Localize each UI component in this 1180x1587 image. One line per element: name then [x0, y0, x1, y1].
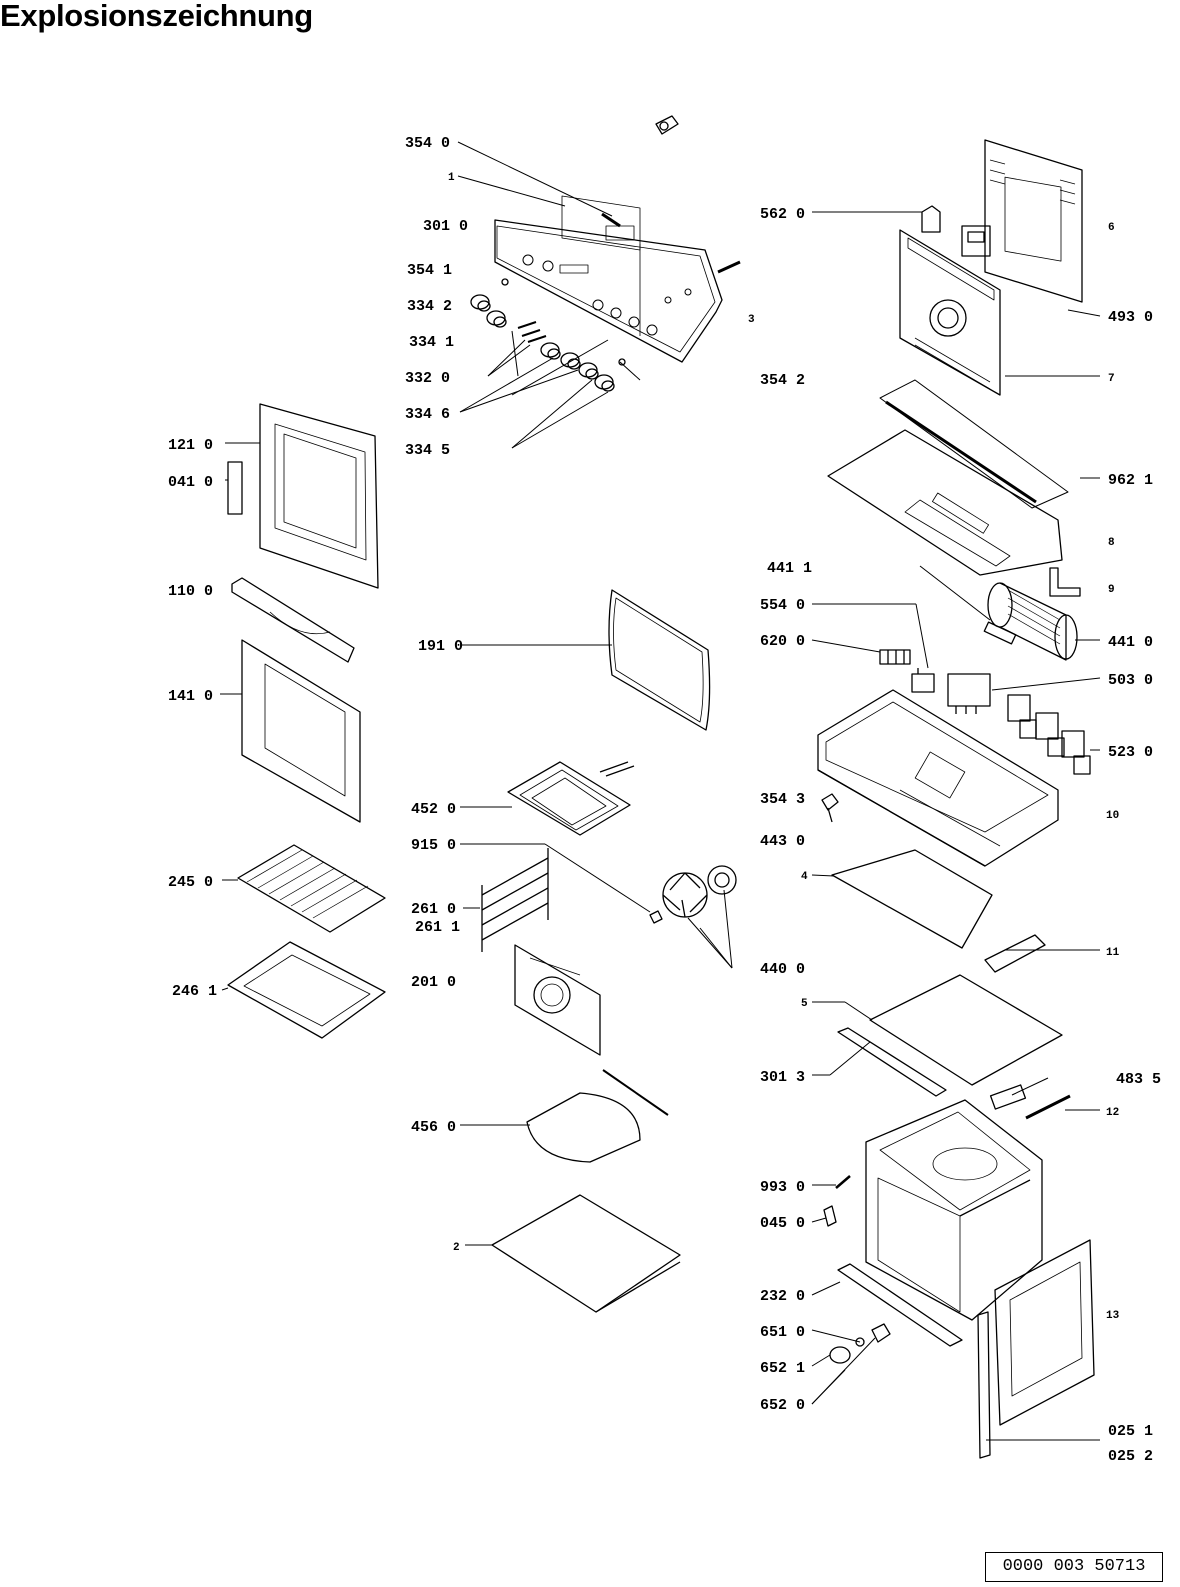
- relay-block: [947, 673, 991, 714]
- part-label-6: 6: [1108, 222, 1115, 234]
- hinge-strip: [977, 1311, 991, 1459]
- bracket-plate-4: [831, 849, 993, 949]
- part-label-554-0: 554 0: [760, 597, 805, 614]
- part-label-11: 11: [1106, 947, 1120, 959]
- part-label-652-1: 652 1: [760, 1360, 805, 1377]
- rear-wall: [899, 205, 1001, 396]
- door-hinge: [227, 461, 243, 515]
- part-label-562-0: 562 0: [760, 206, 805, 223]
- part-label-334-5: 334 5: [405, 442, 450, 459]
- part-label-025-2: 025 2: [1108, 1448, 1153, 1465]
- part-label-334-6: 334 6: [405, 406, 450, 423]
- part-label-354-2: 354 2: [760, 372, 805, 389]
- bar-232: [837, 1263, 963, 1347]
- part-label-334-1: 334 1: [409, 334, 454, 351]
- part-label-3: 3: [748, 314, 755, 326]
- part-label-1: 1: [448, 172, 455, 184]
- part-label-141-0: 141 0: [168, 688, 213, 705]
- control-panel: [494, 115, 741, 363]
- part-label-232-0: 232 0: [760, 1288, 805, 1305]
- leader-lines: [220, 141, 1101, 1441]
- screw-354-3: [821, 793, 839, 823]
- side-rack: [481, 848, 549, 952]
- part-label-354-0: 354 0: [405, 135, 450, 152]
- part-label-915-0: 915 0: [411, 837, 456, 854]
- part-label-13: 13: [1106, 1310, 1120, 1322]
- page-title: Explosionszeichnung: [0, 0, 313, 33]
- part-label-443-0: 443 0: [760, 833, 805, 850]
- part-label-025-1: 025 1: [1108, 1423, 1153, 1440]
- part-label-651-0: 651 0: [760, 1324, 805, 1341]
- door-handle: [231, 577, 355, 663]
- part-label-962-1: 962 1: [1108, 472, 1153, 489]
- part-label-246-1: 246 1: [172, 983, 217, 1000]
- cooling-fan: [983, 582, 1078, 661]
- selector-switches: [1007, 694, 1091, 775]
- lamp-cover: [829, 1346, 851, 1364]
- terminal-strip: [989, 1084, 1027, 1110]
- part-label-354-1: 354 1: [407, 262, 452, 279]
- switch-554: [911, 668, 935, 693]
- part-label-121-0: 121 0: [168, 437, 213, 454]
- terminal-block: [879, 649, 911, 665]
- part-label-110-0: 110 0: [168, 583, 213, 600]
- chassis-frame: [817, 689, 1059, 867]
- part-label-261-0: 261 0: [411, 901, 456, 918]
- document-code: 0000 003 50713: [985, 1552, 1163, 1582]
- door-seal: [608, 589, 711, 731]
- back-cover: [984, 139, 1083, 303]
- part-label-503-0: 503 0: [1108, 672, 1153, 689]
- seal-strip: [879, 379, 1069, 509]
- grill-element: [507, 761, 635, 836]
- oven-floor: [491, 1194, 681, 1313]
- part-label-245-0: 245 0: [168, 874, 213, 891]
- part-label-5: 5: [801, 998, 808, 1010]
- part-label-354-3: 354 3: [760, 791, 805, 808]
- wire-shelf: [237, 844, 386, 933]
- part-label-041-0: 041 0: [168, 474, 213, 491]
- part-label-4: 4: [801, 871, 808, 883]
- part-label-201-0: 201 0: [411, 974, 456, 991]
- part-label-620-0: 620 0: [760, 633, 805, 650]
- part-label-441-1: 441 1: [767, 560, 812, 577]
- part-label-301-3: 301 3: [760, 1069, 805, 1086]
- part-label-12: 12: [1106, 1107, 1119, 1119]
- rail-301-3: [837, 1027, 947, 1097]
- part-label-456-0: 456 0: [411, 1119, 456, 1136]
- part-label-9: 9: [1108, 584, 1115, 596]
- rod-12: [1025, 1094, 1071, 1120]
- part-label-483-5: 483 5: [1116, 1071, 1161, 1088]
- bracket-9: [1049, 567, 1081, 597]
- part-label-523-0: 523 0: [1108, 744, 1153, 761]
- part-label-8: 8: [1108, 537, 1115, 549]
- part-label-332-0: 332 0: [405, 370, 450, 387]
- bottom-heater: [526, 1069, 669, 1163]
- part-label-261-1: 261 1: [415, 919, 460, 936]
- part-label-2: 2: [453, 1242, 460, 1254]
- part-label-191-0: 191 0: [418, 638, 463, 655]
- part-label-493-0: 493 0: [1108, 309, 1153, 326]
- knobs: [470, 278, 626, 392]
- top-cover: [827, 429, 1063, 576]
- inner-door-frame: [994, 1239, 1095, 1426]
- part-label-452-0: 452 0: [411, 801, 456, 818]
- part-label-652-0: 652 0: [760, 1397, 805, 1414]
- door-outer-glass: [241, 639, 361, 823]
- part-label-10: 10: [1106, 810, 1119, 822]
- plate-11: [984, 934, 1046, 973]
- part-label-045-0: 045 0: [760, 1215, 805, 1232]
- part-label-301-0: 301 0: [423, 218, 468, 235]
- baking-tray: [227, 941, 386, 1039]
- part-label-7: 7: [1108, 373, 1115, 385]
- oven-cavity: [865, 1099, 1043, 1321]
- part-label-993-0: 993 0: [760, 1179, 805, 1196]
- part-label-334-2: 334 2: [407, 298, 452, 315]
- convection-fan: [649, 865, 737, 924]
- oven-door-glass-frame: [259, 403, 379, 589]
- part-label-440-0: 440 0: [760, 961, 805, 978]
- floor-plate: [869, 974, 1063, 1086]
- fan-cover: [514, 944, 601, 1056]
- part-label-441-0: 441 0: [1108, 634, 1153, 651]
